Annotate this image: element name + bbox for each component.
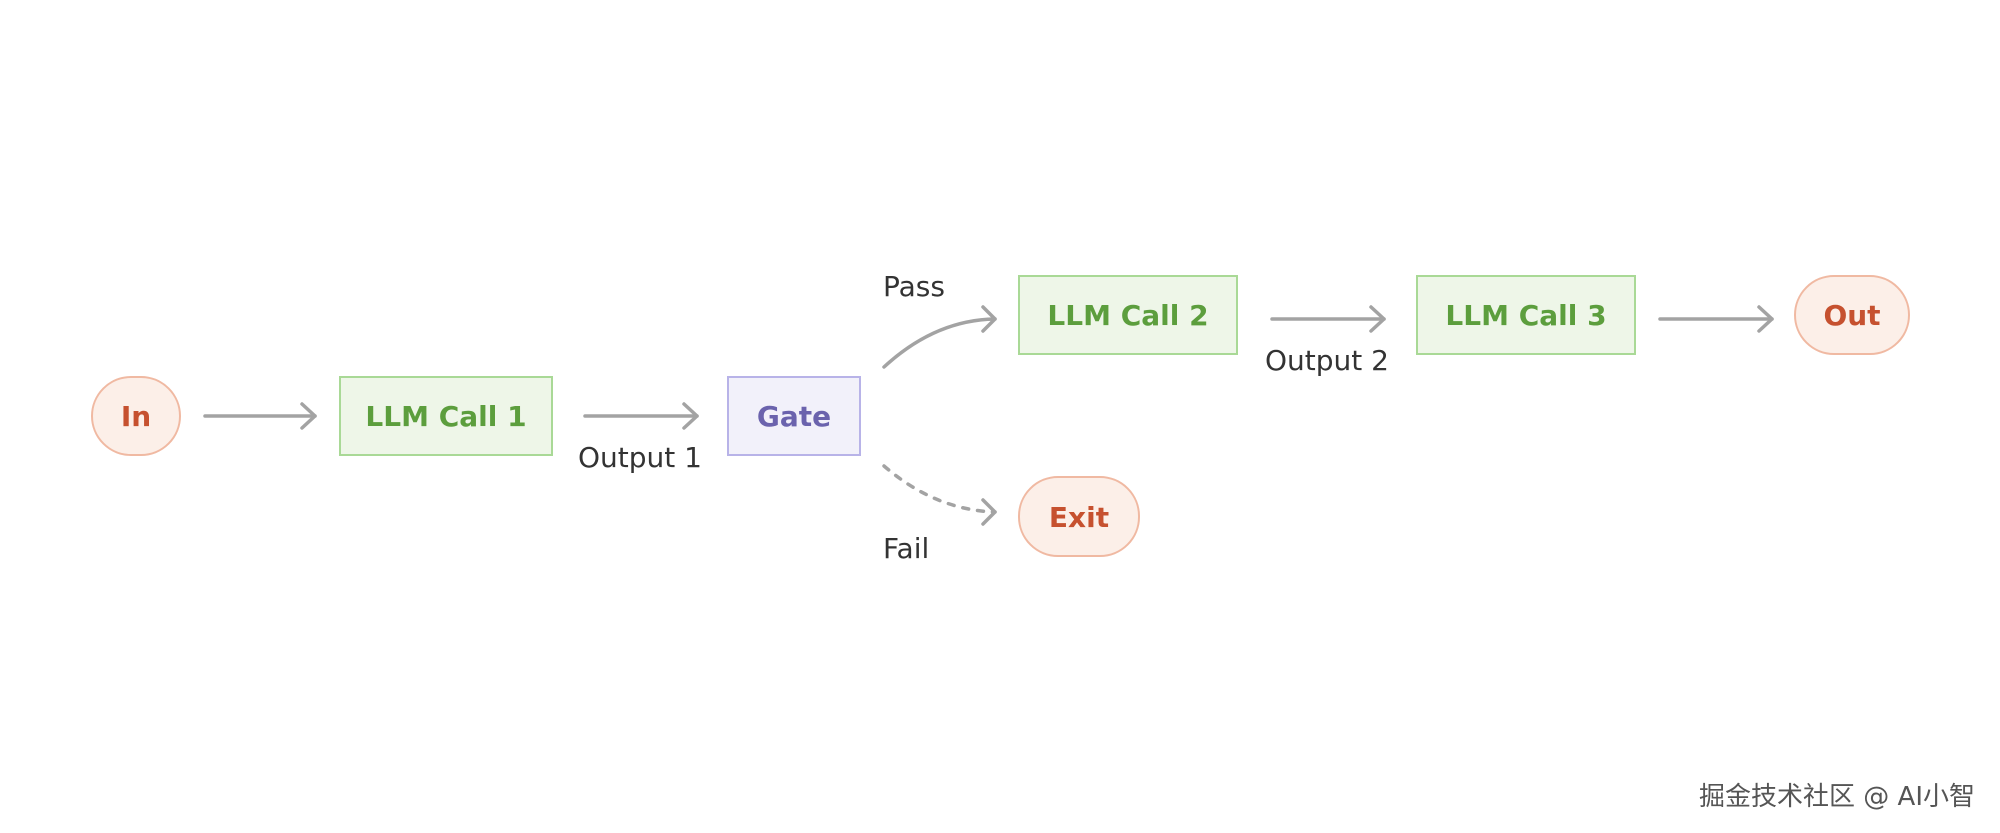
edge-label-output-1: Output 1 xyxy=(578,441,702,474)
arrow-in-to-llm1 xyxy=(203,402,317,430)
node-llm-call-1-label: LLM Call 1 xyxy=(365,400,526,433)
node-llm-call-3-label: LLM Call 3 xyxy=(1445,299,1606,332)
watermark: 掘金技术社区 @ AI小智 xyxy=(1699,782,1975,812)
node-in: In xyxy=(91,376,181,456)
edge-label-pass: Pass xyxy=(883,270,945,303)
node-out-label: Out xyxy=(1823,299,1880,332)
node-out: Out xyxy=(1794,275,1910,355)
node-llm-call-1: LLM Call 1 xyxy=(339,376,553,456)
arrow-llm2-to-llm3 xyxy=(1270,305,1386,333)
node-llm-call-3: LLM Call 3 xyxy=(1416,275,1636,355)
edge-label-fail: Fail xyxy=(883,532,929,565)
node-llm-call-2: LLM Call 2 xyxy=(1018,275,1238,355)
arrow-llm1-to-gate xyxy=(583,402,699,430)
node-exit-label: Exit xyxy=(1049,501,1109,534)
node-exit: Exit xyxy=(1018,476,1140,557)
arrow-gate-fail-to-exit xyxy=(882,464,997,526)
node-llm-call-2-label: LLM Call 2 xyxy=(1047,299,1208,332)
arrow-llm3-to-out xyxy=(1658,305,1774,333)
arrow-gate-pass-to-llm2 xyxy=(882,305,997,369)
node-gate-label: Gate xyxy=(757,400,831,433)
node-gate: Gate xyxy=(727,376,861,456)
node-in-label: In xyxy=(121,400,151,433)
edge-label-output-2: Output 2 xyxy=(1265,344,1389,377)
